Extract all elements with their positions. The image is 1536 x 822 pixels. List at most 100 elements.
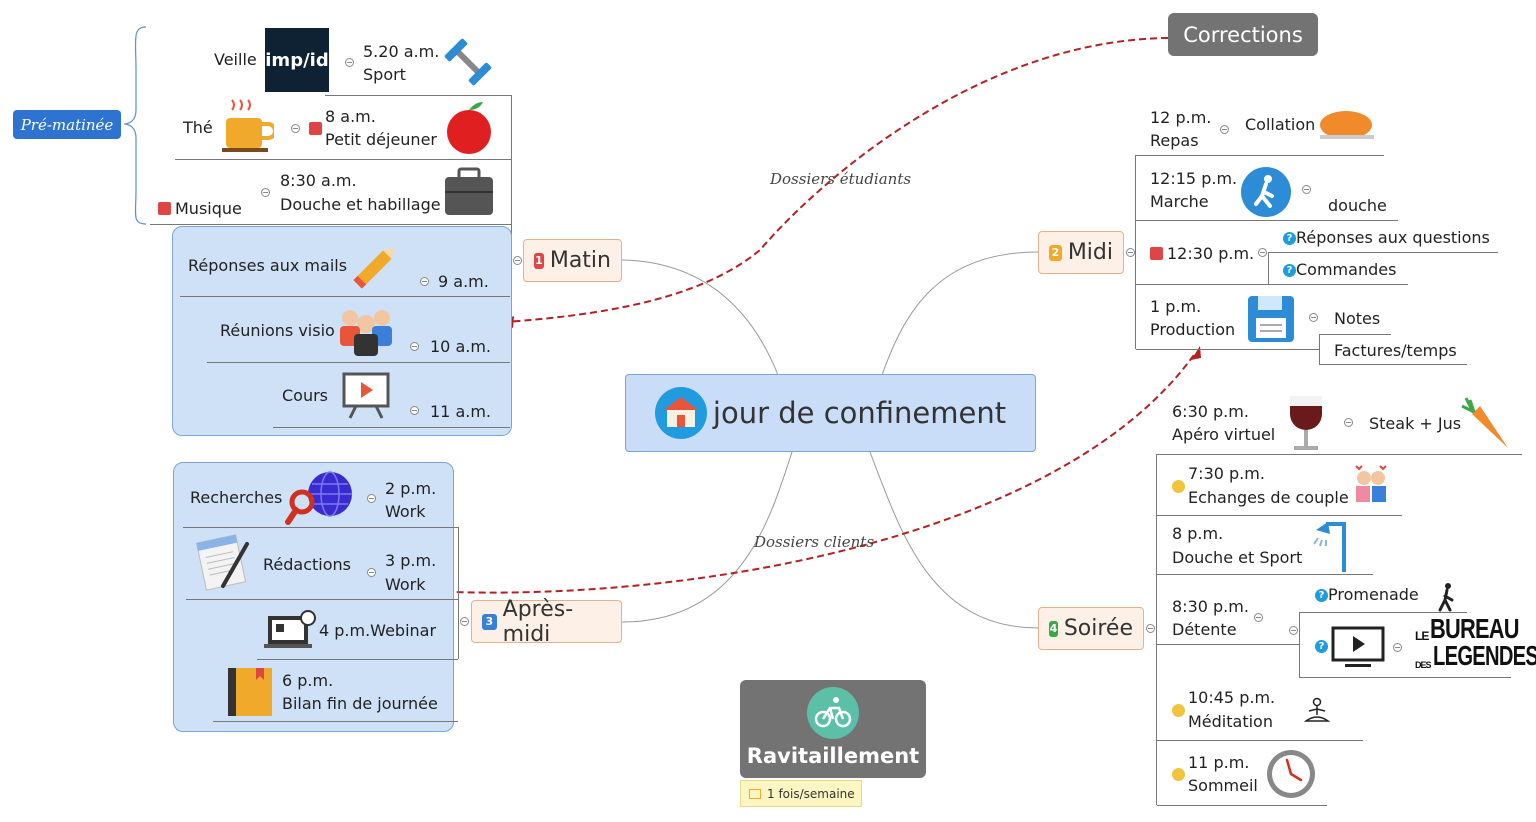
collapse-toggle[interactable] [1302, 185, 1311, 194]
couple-icon [1355, 465, 1387, 502]
collapse-toggle[interactable] [261, 188, 270, 197]
webinar-computer-icon [264, 610, 316, 648]
branch-midi[interactable]: 2 Midi [1038, 231, 1124, 274]
bureau-legendes-logo: LE BUREAU DES LEGENDES [1415, 613, 1536, 671]
globe-search-icon [285, 471, 352, 525]
link-apres-midi [621, 451, 793, 623]
douche-label: douche [1328, 196, 1387, 215]
collapse-toggle[interactable] [460, 617, 469, 626]
marche-label: Marche [1150, 192, 1209, 211]
collapse-toggle[interactable] [1393, 643, 1402, 652]
wine-glass-icon [1290, 396, 1322, 450]
collapse-toggle[interactable] [1254, 613, 1263, 622]
recherches-label: Recherches [190, 488, 283, 507]
house-icon [654, 387, 707, 439]
time-1215: 12:15 p.m. [1150, 169, 1238, 188]
question-icon: ? [1315, 589, 1328, 602]
priority-1-icon: 1 [534, 252, 544, 269]
time-1045: 10:45 p.m. [1188, 688, 1276, 707]
sommeil-label: Sommeil [1188, 776, 1258, 795]
book-icon [228, 668, 272, 716]
collapse-toggle[interactable] [1146, 624, 1155, 633]
ravitaillement-node[interactable]: Ravitaillement [740, 680, 926, 778]
priority-4-icon: 4 [1049, 620, 1058, 637]
collapse-toggle[interactable] [410, 406, 419, 415]
collapse-toggle[interactable] [1289, 626, 1298, 635]
carrot-icon [1461, 397, 1508, 448]
promenade: ?Promenade [1315, 583, 1419, 606]
notes-label: Notes [1334, 309, 1381, 328]
briefcase-icon [445, 167, 493, 215]
document-pen-icon [195, 534, 249, 591]
commandes: ?Commandes [1283, 258, 1396, 281]
collation-label: Collation [1245, 115, 1316, 134]
central-topic[interactable]: jour de confinement [625, 374, 1036, 452]
collapse-toggle[interactable] [291, 124, 300, 133]
central-title: jour de confinement [712, 396, 1007, 430]
time-6pm: 6 p.m. [282, 671, 334, 690]
collapse-toggle[interactable] [1220, 125, 1229, 134]
time-520: 5.20 a.m. [363, 42, 440, 61]
production-label: Production [1150, 320, 1236, 339]
time-830pm: 8:30 p.m. [1172, 597, 1249, 616]
douche-habillage-label: Douche et habillage [280, 195, 441, 214]
echanges-label: Echanges de couple [1188, 488, 1349, 507]
branch-apres-midi-label: Après-midi [502, 596, 574, 647]
pre-matinee-node[interactable]: Pré-matinée [13, 110, 121, 139]
impid-logo: imp/id [265, 28, 329, 92]
time-11pm: 11 p.m. [1188, 753, 1250, 772]
time-2pm: 2 p.m. [385, 479, 437, 498]
collapse-toggle[interactable] [367, 494, 376, 503]
floppy-disk-icon [1248, 296, 1294, 342]
collapse-toggle[interactable] [1258, 248, 1267, 257]
tea-cup-icon [222, 99, 274, 152]
musique-label: Musique [175, 199, 242, 218]
pencil-icon [353, 247, 395, 289]
roast-chicken-icon [1320, 111, 1374, 139]
branch-midi-label: Midi [1067, 240, 1113, 265]
priority-3-icon: 3 [482, 613, 497, 630]
smiley-icon [1172, 480, 1185, 493]
veille-label: Veille [214, 50, 257, 69]
reunions-label: Réunions visio [220, 321, 335, 340]
cours-label: Cours [282, 386, 329, 405]
douche-sport-label: Douche et Sport [1172, 548, 1303, 567]
time-11am: 11 a.m. [430, 402, 492, 421]
meditation-label: Méditation [1188, 712, 1273, 731]
shower-icon [1313, 522, 1346, 572]
collapse-toggle[interactable] [1344, 418, 1353, 427]
relation-dossiers-clients [357, 351, 1197, 594]
pre-matinee-label: Pré-matinée [20, 115, 114, 134]
branch-apres-midi[interactable]: 3 Après-midi [471, 597, 622, 647]
sport-label: Sport [363, 65, 406, 84]
meditation-icon [1303, 697, 1331, 722]
walking-icon [1241, 167, 1291, 217]
heart-icon [1150, 247, 1163, 260]
time-830am: 8:30 a.m. [280, 171, 357, 190]
link-matin [621, 259, 779, 376]
question-icon: ? [1283, 232, 1296, 245]
collapse-toggle[interactable] [513, 256, 522, 265]
bilan-label: Bilan fin de journée [282, 694, 438, 713]
time-1pm: 1 p.m. [1150, 297, 1202, 316]
collapse-toggle[interactable] [345, 58, 354, 67]
music-icon [158, 202, 171, 215]
clock-icon [1267, 750, 1315, 798]
collapse-toggle[interactable] [367, 568, 376, 577]
petit-dej-label: Petit déjeuner [325, 130, 437, 149]
link-midi [881, 251, 1039, 376]
priority-2-icon: 2 [1049, 244, 1062, 261]
branch-soiree[interactable]: 4 Soirée [1038, 607, 1144, 650]
branch-matin[interactable]: 1 Matin [523, 239, 622, 282]
time-630: 6:30 p.m. [1172, 402, 1249, 421]
corrections-node[interactable]: Corrections [1168, 13, 1318, 56]
collapse-toggle[interactable] [410, 342, 419, 351]
redactions-label: Rédactions [263, 555, 351, 574]
work-label-2: Work [385, 575, 426, 594]
presentation-icon [342, 372, 390, 419]
heart-icon [309, 122, 322, 135]
collapse-toggle[interactable] [420, 277, 429, 286]
collapse-toggle[interactable] [1309, 313, 1318, 322]
collapse-toggle[interactable] [1126, 248, 1135, 257]
detente-label: Détente [1172, 620, 1237, 639]
